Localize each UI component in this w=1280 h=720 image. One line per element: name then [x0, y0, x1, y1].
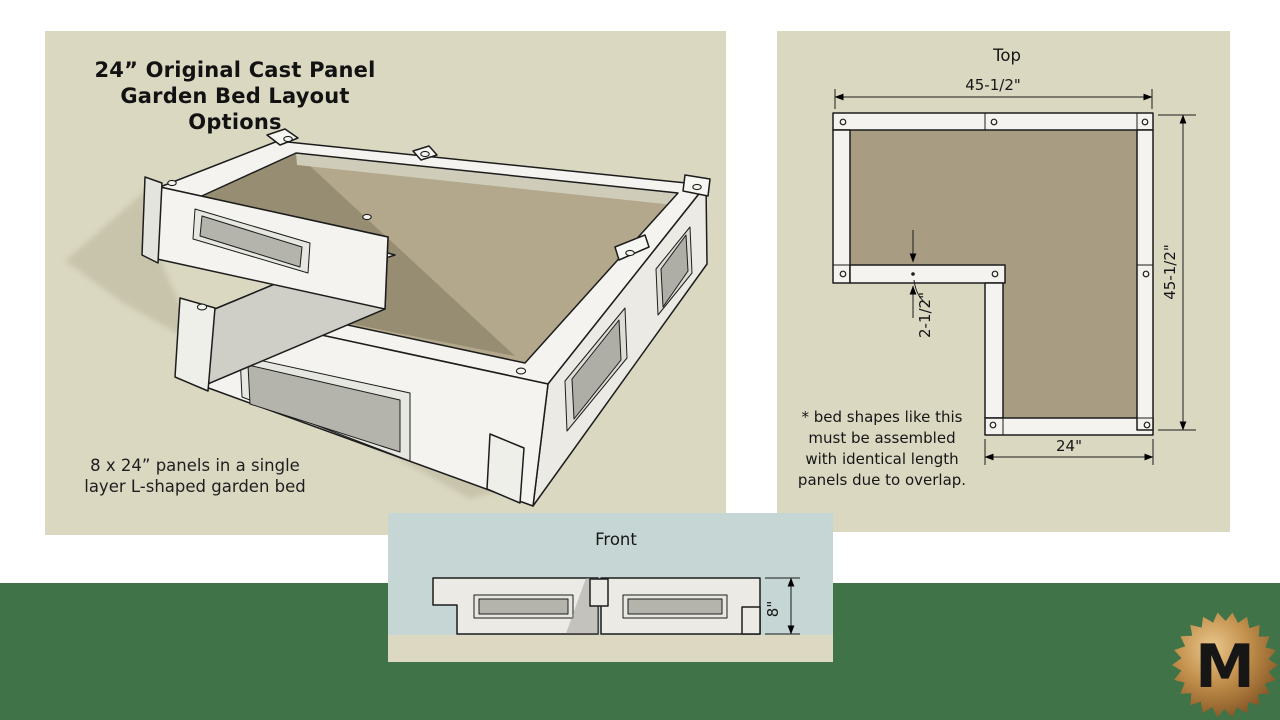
- east-window-far-inner: [660, 234, 689, 308]
- dimension-width-text: 45-1/2": [965, 76, 1021, 94]
- leg-window-inner: [199, 215, 303, 268]
- front-view-diagram: Front 8": [388, 530, 833, 662]
- saw-blade-icon: [1172, 612, 1278, 718]
- svg-text:* bed shapes like this: * bed shapes like this: [801, 408, 962, 426]
- south-window-inner: [247, 364, 401, 453]
- east-joint-block: [614, 234, 650, 261]
- top-view-card: Top: [777, 31, 1230, 532]
- svg-text:with identical length: with identical length: [805, 450, 958, 468]
- brand-logo: M: [1172, 612, 1278, 718]
- iso-caption: 8 x 24” panels in a single layer L-shape…: [45, 455, 345, 497]
- iso-view-card: 24” Original Cast Panel Garden Bed Layou…: [45, 31, 726, 535]
- panel-joints: [833, 113, 1153, 435]
- page-title: 24” Original Cast Panel Garden Bed Layou…: [55, 57, 415, 135]
- dimension-overlap: 2-1/2": [909, 230, 934, 338]
- caption-line-2: layer L-shaped garden bed: [84, 477, 306, 496]
- dimension-overlap-text: 2-1/2": [916, 292, 934, 338]
- top-view-screw-holes: [839, 118, 1151, 429]
- dimension-leg-text: 24": [1056, 437, 1082, 455]
- svg-text:must be assembled: must be assembled: [808, 429, 955, 447]
- front-view-card: Front 8": [388, 513, 833, 662]
- dimension-panel-height: 8": [764, 577, 800, 635]
- title-line-3: Options: [188, 110, 282, 134]
- title-line-2: Garden Bed Layout: [120, 84, 350, 108]
- inner-wall-strip: [296, 153, 678, 205]
- title-line-1: 24” Original Cast Panel: [94, 58, 376, 82]
- top-view-label: Top: [992, 46, 1021, 65]
- dimension-height-text: 45-1/2": [1161, 244, 1179, 300]
- caption-line-1: 8 x 24” panels in a single: [90, 456, 300, 475]
- front-left-window-inner: [478, 598, 569, 615]
- screw-holes: [167, 135, 702, 375]
- joint-tab-block: [589, 578, 609, 607]
- ground-strip: [388, 635, 833, 662]
- top-view-diagram: Top: [798, 46, 1196, 489]
- logo-letter: M: [1195, 632, 1255, 702]
- end-tab-block: [741, 606, 761, 635]
- southwest-corner-block: [174, 297, 216, 392]
- southeast-foot-block: [486, 433, 525, 504]
- front-right-window-inner: [627, 598, 723, 615]
- dimension-height: 45-1/2": [1158, 114, 1196, 431]
- svg-text:panels due to overlap.: panels due to overlap.: [798, 471, 966, 489]
- east-window-near-inner: [571, 319, 622, 420]
- dimension-leg: 24": [984, 437, 1154, 465]
- west-end-block: [141, 176, 163, 264]
- dimension-panel-height-text: 8": [764, 601, 782, 617]
- top-view-soil: [850, 130, 1137, 418]
- iso-garden-bed-diagram: [65, 128, 711, 507]
- front-view-label: Front: [595, 530, 637, 549]
- assembly-note: * bed shapes like this must be assembled…: [798, 408, 966, 489]
- dimension-width: 45-1/2": [834, 76, 1153, 109]
